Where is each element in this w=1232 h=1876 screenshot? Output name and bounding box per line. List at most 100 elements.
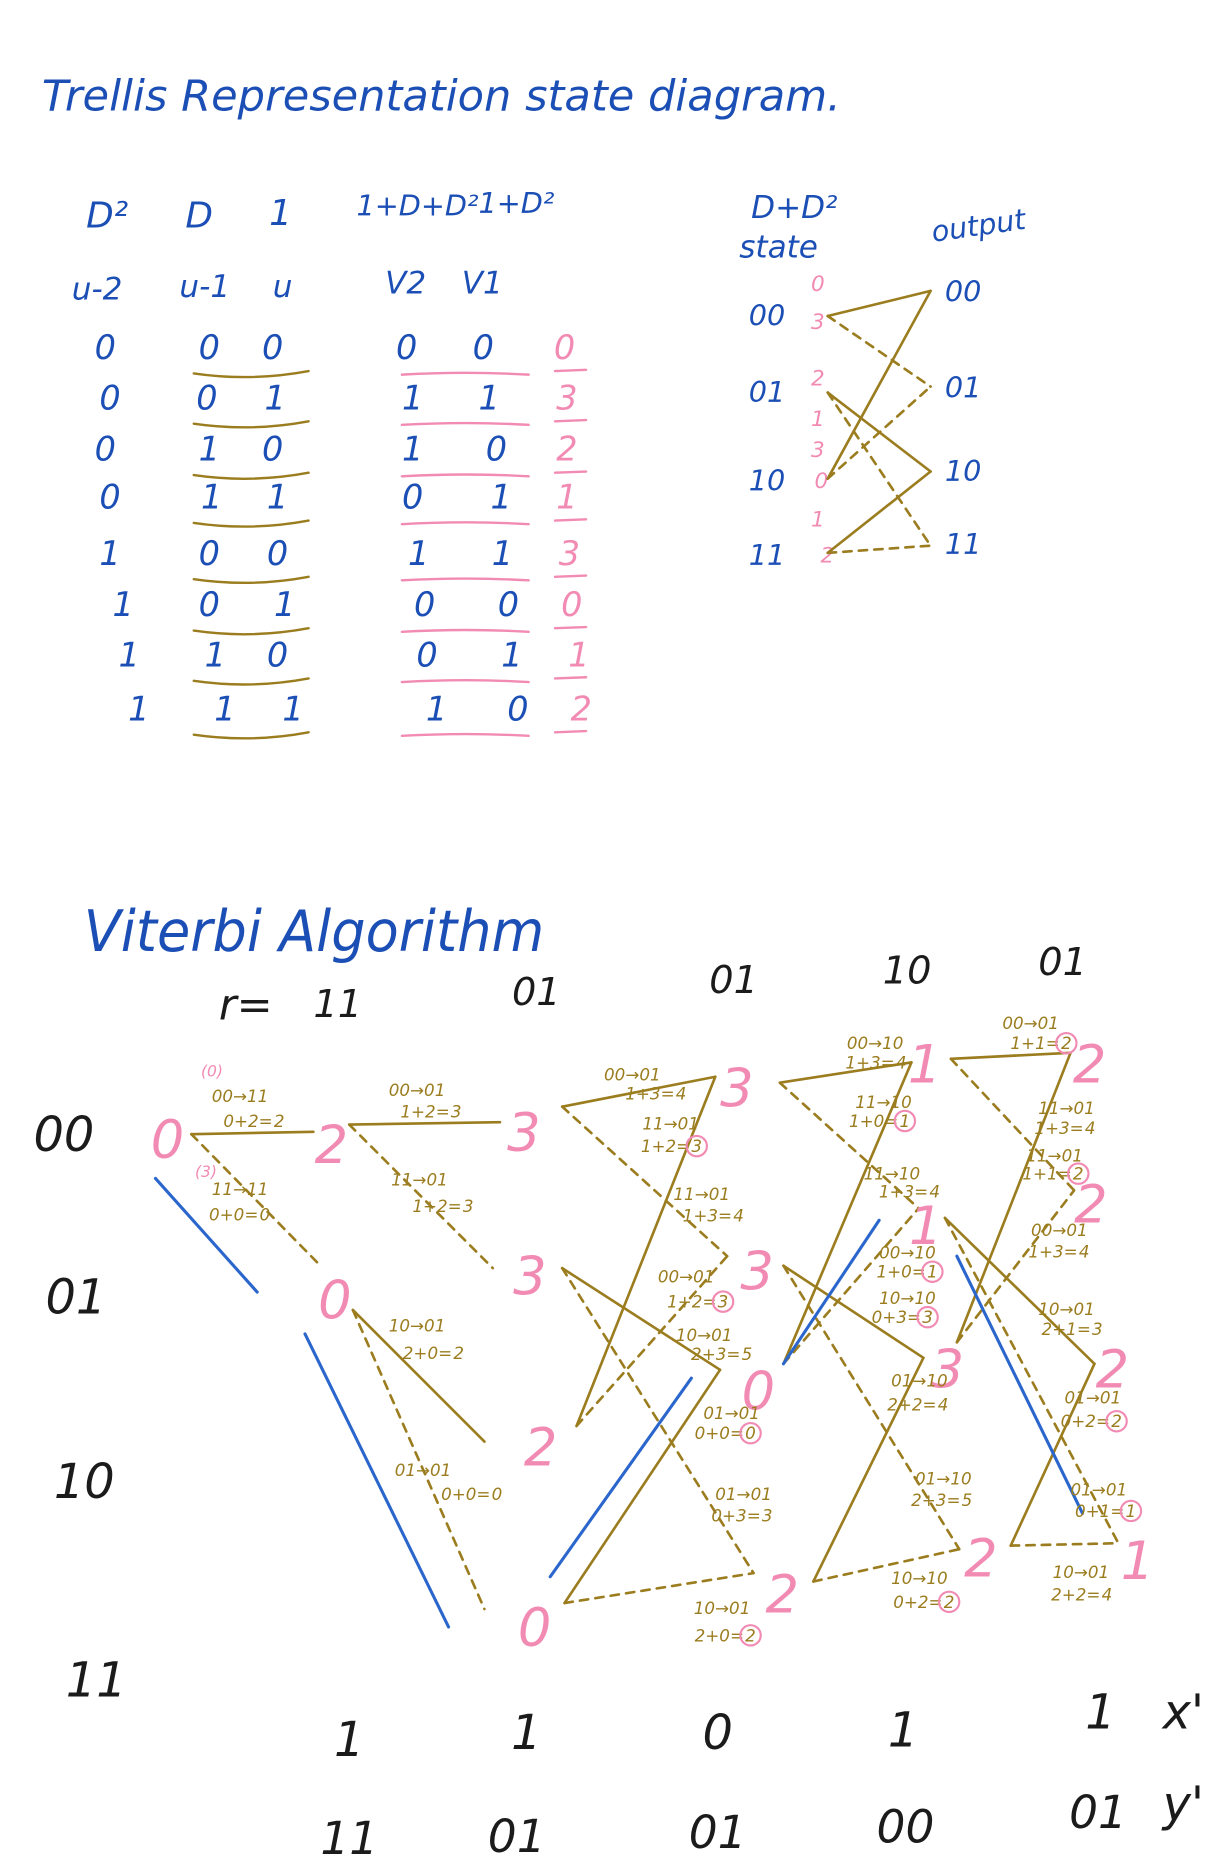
annotation-transition: 10→01 [1038, 1299, 1095, 1319]
annotation-result: 3 [762, 1506, 773, 1526]
trellis-branch-solid [560, 1266, 722, 1372]
annotation-transition: 11→11 [212, 1179, 269, 1199]
annotation-result: 2 [453, 1343, 464, 1363]
current-state-label: 00 [749, 299, 786, 333]
state-pair-underline [192, 519, 310, 528]
u-value: 0 [267, 635, 288, 674]
annotation-result: 0 [260, 1204, 271, 1224]
decimal-underline [553, 625, 588, 630]
annotation-result: 4 [1079, 1241, 1090, 1261]
annotation-calculation: 0+0= [441, 1484, 490, 1504]
output-pair-underline [400, 521, 530, 526]
u-2-value: 0 [99, 478, 120, 517]
decimal-underline [553, 418, 588, 423]
output-pair-underline [400, 628, 530, 633]
state-transition-dashed [826, 391, 932, 547]
v1-value: 1 [479, 378, 500, 417]
decoded-output-pair: 01 [689, 1806, 747, 1859]
output-column-header: V1 [462, 265, 503, 301]
trellis-branch-dashed [351, 1308, 486, 1611]
path-metric: 0 [518, 1598, 551, 1659]
branch-output-value: 2 [821, 543, 835, 568]
decoded-output-pair: 01 [1069, 1786, 1127, 1839]
annotation-calculation: 2+3= [911, 1490, 960, 1510]
annotation-transition: 01→10 [915, 1469, 972, 1489]
path-metric: 0 [742, 1361, 775, 1422]
u-1-value: 0 [199, 585, 220, 624]
path-metric: 2 [964, 1529, 997, 1590]
survivor-path-segment [955, 1254, 1085, 1515]
selected-metric-circle [685, 1134, 708, 1158]
trellis-state-label: 01 [45, 1271, 106, 1326]
next-state-label: 00 [945, 275, 982, 309]
annotation-result: 3 [451, 1101, 462, 1121]
selected-metric-circle [1119, 1499, 1143, 1523]
selected-metric-circle [893, 1109, 917, 1133]
path-metric: 3 [507, 1103, 540, 1164]
annotation-calculation: 2+0= [695, 1625, 744, 1645]
u-1-value: 0 [196, 378, 217, 417]
trellis-branch-dashed [560, 1105, 729, 1258]
annotation-result: 3 [691, 1136, 702, 1156]
annotation-result: 4 [676, 1083, 687, 1103]
annotation-transition: 01→10 [891, 1371, 948, 1391]
u-value: 0 [262, 430, 283, 469]
v2-value: 0 [416, 635, 437, 674]
branch-output-value: 1 [811, 407, 825, 432]
decoded-input-bit: 1 [334, 1713, 364, 1768]
annotation-transition: 11→01 [673, 1184, 730, 1204]
annotation-transition: 01→01 [703, 1403, 760, 1423]
current-state-label: 11 [749, 538, 786, 572]
branch-output-value: 3 [811, 310, 825, 335]
path-metric: 1 [909, 1196, 942, 1257]
output-decimal-value: 1 [556, 478, 577, 517]
output-decimal-value: 2 [556, 430, 577, 469]
u-2-value: 1 [119, 635, 140, 674]
trellis-branch-dashed [347, 1123, 495, 1270]
v1-value: 0 [498, 585, 519, 624]
generator-header: D [185, 196, 213, 237]
path-metric: 3 [740, 1242, 773, 1303]
trellis-state-label: 00 [33, 1108, 94, 1163]
state-transition-dashed [826, 385, 932, 481]
annotation-transition: 10→01 [676, 1325, 733, 1345]
input-column-header: u [273, 269, 293, 305]
u-2-value: 0 [95, 430, 116, 469]
trellis-branch-dashed [955, 1189, 1076, 1344]
v1-value: 1 [501, 635, 522, 674]
annotation-calculation: 1+3= [683, 1205, 732, 1225]
annotation-result: 3 [718, 1292, 729, 1312]
annotation-calculation: 2+1= [1042, 1319, 1091, 1339]
trellis-branch-solid [190, 1130, 315, 1136]
u-1-value: 1 [201, 478, 222, 517]
trellis-branch-dashed [560, 1266, 755, 1575]
annotation-transition: 10→01 [1053, 1562, 1110, 1582]
path-metric: 1 [908, 1035, 941, 1096]
annotation-result: 2 [1111, 1411, 1122, 1431]
trellis-branch-solid [347, 1120, 502, 1126]
output-pair-underline [400, 421, 530, 427]
trellis-branch-solid [778, 1061, 913, 1085]
annotation-calculation: 1+3= [1034, 1118, 1083, 1138]
annotation-transition: 00→01 [389, 1080, 446, 1100]
state-transition-solid [826, 470, 932, 555]
received-symbol: 11 [313, 982, 362, 1027]
trellis-branch-dashed [812, 1547, 961, 1583]
decimal-underline [553, 518, 588, 522]
annotation-calculation: 2+0= [403, 1343, 452, 1363]
state-pair-underline [192, 420, 310, 429]
branch-output-value: 3 [811, 438, 825, 463]
u-value: 1 [264, 378, 285, 417]
trellis-branch-solid [563, 1368, 722, 1605]
trellis-branch-solid [351, 1308, 486, 1443]
annotation-output-value: (3) [195, 1163, 217, 1181]
path-metric: 2 [1073, 1035, 1106, 1096]
annotation-transition: 11→01 [391, 1170, 448, 1190]
annotation-calculation: 2+2= [887, 1394, 936, 1414]
output-pair-underline [400, 473, 530, 478]
annotation-result: 5 [962, 1490, 973, 1510]
decoded-input-bit: 1 [888, 1704, 918, 1759]
